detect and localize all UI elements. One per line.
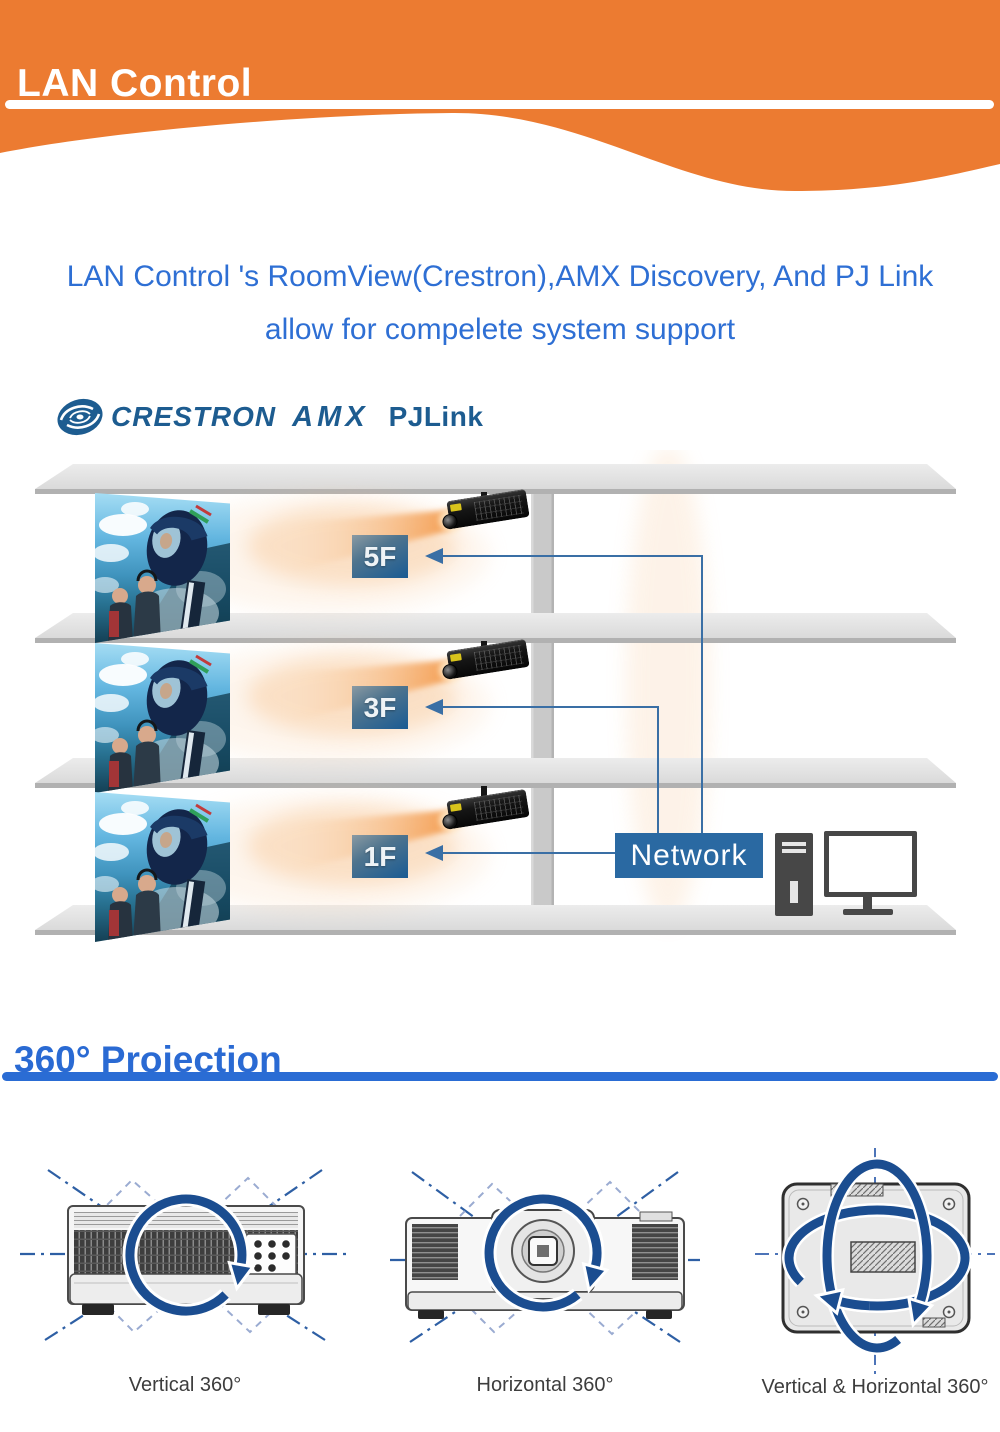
partner-logos: CRESTRON AMX PJLink [55, 396, 483, 438]
projector-vents [473, 494, 525, 521]
vertical-360-figure: Vertical 360° [20, 1152, 350, 1396]
floor-label-3f: 3F [352, 686, 408, 729]
crestron-wordmark: CRESTRON [111, 401, 277, 432]
floor-label-5f: 5F [352, 535, 408, 578]
page-title: LAN Control [17, 62, 253, 106]
projector-label-sticker [449, 653, 462, 662]
slab [35, 758, 956, 788]
projector-rear-drawing [67, 1205, 305, 1315]
projector-front-drawing [405, 1209, 685, 1319]
lan-control-diagram: 5F 3F 1F Network [0, 450, 1000, 960]
monitor-base [843, 909, 893, 915]
network-box: Network [615, 833, 763, 878]
intro-text: LAN Control 's RoomView(Crestron),AMX Di… [0, 250, 1000, 356]
vertical-rotation-arrow-icon [122, 1191, 256, 1319]
screen-poster-3f [95, 643, 230, 793]
screen-poster-5f [95, 493, 230, 643]
tower-drive-slot [782, 849, 806, 853]
projector-mount [481, 786, 487, 797]
vertical-horizontal-360-illustration [755, 1148, 995, 1378]
network-lines [432, 555, 703, 854]
arrow-left-icon [425, 699, 443, 715]
crestron-swirl-icon [57, 398, 103, 436]
tower-drive-slot [782, 842, 806, 846]
vertical-360-illustration [20, 1169, 350, 1341]
floor-slabs [35, 464, 956, 935]
slab [35, 464, 956, 494]
intro-line-2: allow for compelete system support [264, 313, 736, 346]
section-360-divider [2, 1072, 998, 1081]
slab [35, 613, 956, 643]
header-divider [5, 100, 994, 109]
projection-beams [170, 494, 490, 914]
horizontal-rotation-arrow-icon [481, 1191, 610, 1315]
projector-vents [473, 794, 525, 821]
projector-vents [473, 644, 525, 671]
pjlink-logo: PJLink [388, 401, 484, 432]
crestron-logo: CRESTRON [55, 396, 276, 438]
intro-line-1: LAN Control 's RoomView(Crestron),AMX Di… [66, 260, 934, 293]
header-band: LAN Control [0, 0, 1000, 200]
projector-label-sticker [449, 503, 462, 512]
header-wave-shape [0, 0, 1000, 191]
building-scene [35, 450, 956, 935]
horizontal-360-illustration [390, 1171, 700, 1343]
dual-rotation-arrows-icon [782, 1157, 972, 1355]
vertical-horizontal-360-caption: Vertical & Horizontal 360° [761, 1376, 989, 1398]
vertical-360-caption: Vertical 360° [128, 1374, 242, 1396]
arrow-left-icon [425, 845, 443, 861]
monitor-stand [863, 897, 872, 910]
amx-logo: AMX [292, 400, 369, 433]
screen-poster-1f [95, 792, 230, 942]
ambient-glow [626, 450, 710, 925]
arrowheads [425, 548, 443, 861]
tower-vent-slot [790, 881, 798, 903]
monitor-icon [824, 831, 917, 897]
horizontal-360-figure: Horizontal 360° [390, 1152, 700, 1396]
floor-label-1f: 1F [352, 835, 408, 878]
slab [35, 905, 956, 935]
projector-label-sticker [449, 803, 462, 812]
horizontal-360-caption: Horizontal 360° [476, 1374, 614, 1396]
pc-tower-icon [775, 833, 813, 916]
vertical-horizontal-360-figure: Vertical & Horizontal 360° [755, 1146, 995, 1398]
arrow-left-icon [425, 548, 443, 564]
